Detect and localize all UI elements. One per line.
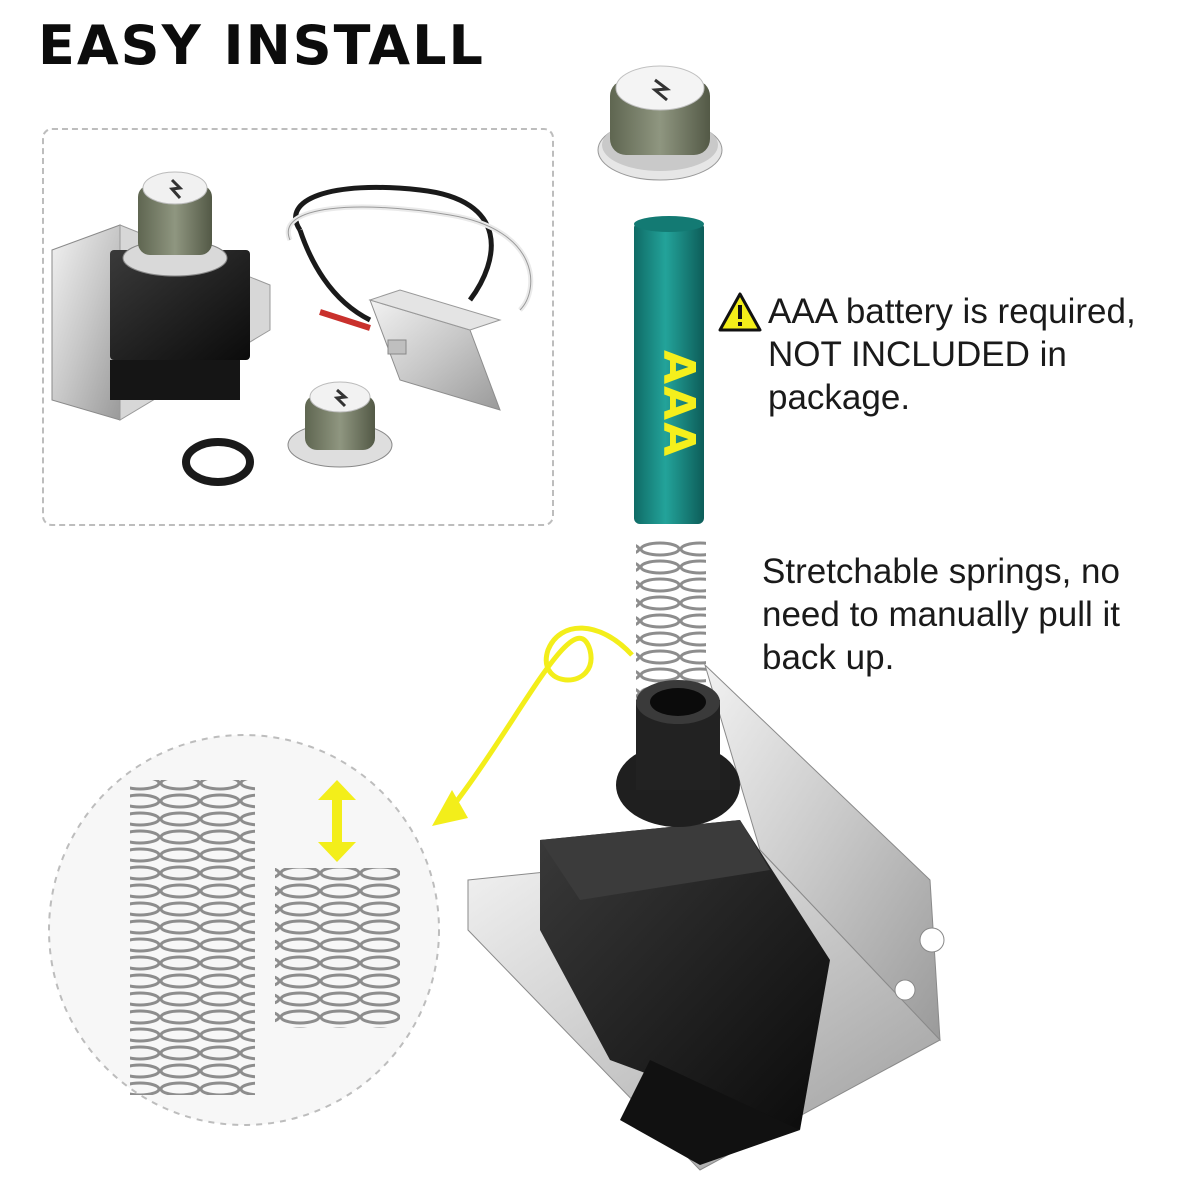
- kit-contents-box: [42, 128, 554, 526]
- springs-note: Stretchable springs, no need to manually…: [762, 552, 1120, 677]
- spring-comparison-circle: [48, 734, 440, 1126]
- warning-triangle-icon: [718, 292, 762, 332]
- compressed-spring: [275, 868, 400, 1028]
- kit-lock-nut: [182, 438, 254, 486]
- kit-ignitor-module: [51, 171, 271, 421]
- kit-spare-button: [287, 381, 393, 468]
- aaa-battery: [634, 216, 704, 524]
- kit-wire-connector: [285, 184, 534, 411]
- battery-label: AAA: [653, 350, 704, 459]
- yellow-pointer-arrow: [432, 625, 634, 826]
- extended-spring: [130, 780, 255, 1095]
- battery-note: AAA battery is required, NOT INCLUDED in…: [768, 292, 1136, 417]
- lightning-bolt-icon: [651, 78, 672, 102]
- double-arrow-icon: [318, 780, 356, 862]
- headline: EASY INSTALL: [38, 14, 485, 77]
- ignitor-button: [597, 65, 723, 181]
- lightning-bolt-icon: [333, 388, 349, 408]
- lightning-bolt-icon: [168, 178, 184, 199]
- ignitor-housing: [467, 663, 945, 1171]
